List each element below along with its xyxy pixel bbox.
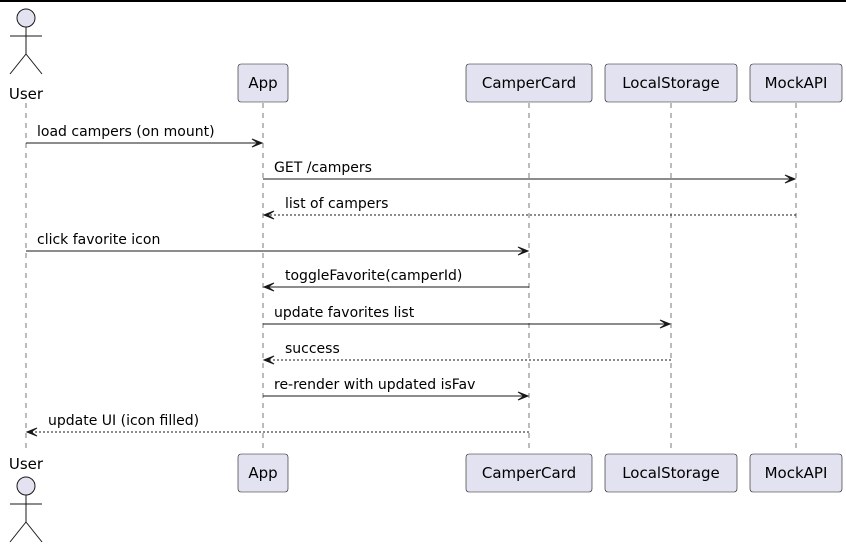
message-label: re-render with updated isFav <box>274 377 475 393</box>
message-4: click favorite icon <box>26 232 530 256</box>
message-label: toggleFavorite(camperId) <box>285 268 462 284</box>
participant-label: MockAPI <box>765 464 828 482</box>
arrowhead-icon <box>784 174 797 184</box>
top-border <box>0 0 846 2</box>
message-label: GET /campers <box>274 160 372 176</box>
messages: load campers (on mount) GET /campers list … <box>25 124 797 437</box>
message-label: success <box>285 341 340 357</box>
actor-left-leg <box>9 521 27 543</box>
actor-head-icon <box>16 8 36 28</box>
participant-label: App <box>248 464 277 482</box>
message-label: list of campers <box>285 196 388 212</box>
message-3: list of campers <box>262 196 796 220</box>
message-2: GET /campers <box>263 160 797 184</box>
participant-box <box>604 453 738 493</box>
actor-head-icon <box>16 476 36 496</box>
participant-campercard-top: CamperCard <box>465 63 593 103</box>
participant-box <box>465 63 593 103</box>
arrowhead-icon <box>262 210 275 220</box>
participant-localstorage-top: LocalStorage <box>604 63 738 103</box>
arrowhead-icon <box>262 282 275 292</box>
message-label: update UI (icon filled) <box>48 413 199 429</box>
actor-user-top: User <box>9 8 44 103</box>
actor-label: User <box>9 455 44 473</box>
participant-campercard-bottom: CamperCard <box>465 453 593 493</box>
participant-app-top: App <box>237 63 289 103</box>
participant-label: App <box>248 74 277 92</box>
participant-box <box>749 63 843 103</box>
participant-label: LocalStorage <box>622 464 720 482</box>
actor-right-leg <box>25 53 43 75</box>
arrowhead-icon <box>659 319 672 329</box>
participant-app-bottom: App <box>237 453 289 493</box>
participant-localstorage-bottom: LocalStorage <box>604 453 738 493</box>
message-label: click favorite icon <box>37 232 160 248</box>
actor-left-leg <box>9 53 27 75</box>
actor-label: User <box>9 85 44 103</box>
participant-label: LocalStorage <box>622 74 720 92</box>
arrowhead-icon <box>251 138 264 148</box>
participant-box <box>237 453 289 493</box>
participant-box <box>749 453 843 493</box>
participant-box <box>604 63 738 103</box>
participant-heads: UserUserAppAppCamperCardCamperCardLocalS… <box>9 8 843 543</box>
arrowhead-icon <box>25 427 38 437</box>
participant-mockapi-top: MockAPI <box>749 63 843 103</box>
message-1: load campers (on mount) <box>26 124 264 148</box>
message-9: update UI (icon filled) <box>25 413 529 437</box>
participant-label: CamperCard <box>482 464 576 482</box>
message-label: update favorites list <box>274 305 415 321</box>
message-5: toggleFavorite(camperId) <box>262 268 529 292</box>
participant-box <box>237 63 289 103</box>
participant-mockapi-bottom: MockAPI <box>749 453 843 493</box>
participant-label: CamperCard <box>482 74 576 92</box>
message-8: re-render with updated isFav <box>263 377 530 401</box>
participant-label: MockAPI <box>765 74 828 92</box>
arrowhead-icon <box>517 391 530 401</box>
actor-user-bottom: User <box>9 455 44 543</box>
lifelines <box>25 103 797 453</box>
participant-box <box>465 453 593 493</box>
message-7: success <box>262 341 671 365</box>
message-label: load campers (on mount) <box>37 124 215 140</box>
arrowhead-icon <box>262 355 275 365</box>
actor-right-leg <box>25 521 43 543</box>
message-6: update favorites list <box>263 305 672 329</box>
arrowhead-icon <box>517 246 530 256</box>
